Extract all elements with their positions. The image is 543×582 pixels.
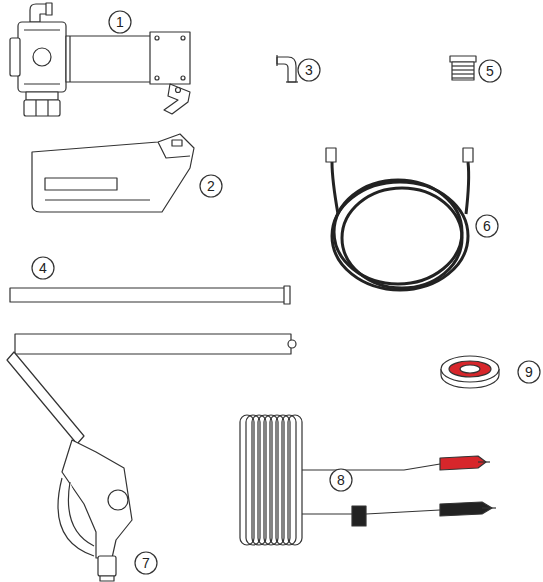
pump-unit-shape [181, 36, 185, 40]
power-cable-shape [302, 510, 440, 514]
pump-unit-shape [66, 36, 152, 82]
thread-adapter-shape [452, 69, 474, 70]
thread-adapter-shape [450, 56, 476, 62]
pump-unit-shape [155, 36, 159, 40]
power-cable-shape [288, 415, 302, 545]
dispensing-nozzle-shape [58, 478, 94, 556]
sealing-tape-shape [449, 361, 491, 377]
hose-coil-shape [463, 148, 473, 162]
thread-adapter-shape [452, 73, 474, 74]
pump-unit-shape [24, 100, 60, 116]
callout-number: 1 [108, 13, 132, 31]
power-cable [240, 415, 496, 545]
dispensing-nozzle-shape [108, 490, 128, 510]
callout-number: 7 [134, 554, 158, 572]
dispensing-nozzle [7, 352, 132, 581]
pump-unit-shape [18, 22, 66, 92]
suction-tubes-shape [284, 286, 290, 304]
hose-coil-shape [342, 188, 462, 288]
callout-circles-shape [32, 257, 54, 279]
power-cable-shape [478, 461, 490, 462]
thread-adapter-shape [452, 77, 474, 78]
pump-cover-shape [45, 178, 117, 190]
sealing-tape-shape [441, 356, 499, 382]
elbow-fitting [277, 55, 298, 82]
hose-coil-shape [332, 162, 338, 214]
dispensing-nozzle-shape [68, 482, 94, 546]
suction-tubes-shape [15, 334, 291, 354]
callout-circles-shape [330, 469, 352, 491]
pump-unit-shape [26, 92, 58, 100]
pump-unit-shape [24, 29, 60, 30]
callout-number: 9 [517, 363, 541, 381]
pump-unit-shape [47, 100, 48, 116]
pump-cover-shape [32, 134, 194, 212]
pump-cover-shape [172, 140, 182, 146]
sealing-tape [441, 356, 499, 388]
power-cable-shape [352, 506, 366, 526]
suction-tubes-shape [10, 288, 286, 302]
pump-cover-shape [45, 199, 150, 200]
callout-number: 5 [478, 62, 502, 80]
pump-unit-shape [33, 48, 51, 66]
callout-circles-shape [109, 11, 131, 33]
pump-unit-shape [10, 38, 20, 76]
callout-number: 8 [329, 471, 353, 489]
power-cable-shape [440, 502, 492, 516]
pump-unit-shape [155, 76, 159, 80]
pump-unit-shape [164, 84, 190, 114]
sealing-tape-shape [460, 365, 480, 373]
pump-unit-shape [69, 36, 70, 82]
thread-adapter [450, 56, 476, 80]
pump-unit-shape [176, 88, 181, 93]
callout-circles-shape [298, 59, 320, 81]
elbow-fitting-shape [286, 81, 298, 82]
pump-unit-shape [181, 76, 185, 80]
power-cable-shape [482, 507, 496, 508]
hose-coil-shape [326, 148, 336, 162]
callout-circles-shape [518, 361, 540, 383]
pump-cover [32, 134, 194, 212]
pump-unit [10, 3, 190, 116]
dispensing-nozzle-shape [7, 352, 84, 444]
power-cable-shape [440, 456, 486, 470]
callout-circles-shape [135, 552, 157, 574]
suction-tubes [10, 286, 296, 354]
callout-number: 6 [475, 217, 499, 235]
callout-circles-shape [200, 175, 222, 197]
hose-coil [326, 148, 473, 290]
thread-adapter-shape [452, 65, 474, 66]
suction-tubes-shape [288, 340, 296, 348]
power-cable-shape [302, 464, 440, 470]
callout-number: 4 [31, 259, 55, 277]
elbow-fitting-shape [277, 57, 296, 82]
hose-coil-shape [466, 162, 469, 214]
pump-unit-shape [35, 100, 36, 116]
callout-number: 2 [199, 177, 223, 195]
callout-circles [32, 11, 540, 574]
callout-circles-shape [479, 60, 501, 82]
elbow-fitting-shape [276, 55, 277, 66]
thread-adapter-shape [452, 62, 474, 80]
pump-unit-shape [46, 3, 52, 15]
power-cable-shape [282, 415, 296, 545]
pump-unit-shape [150, 32, 190, 84]
dispensing-nozzle-shape [100, 576, 114, 581]
callout-number: 3 [297, 61, 321, 79]
callout-circles-shape [476, 215, 498, 237]
dispensing-nozzle-shape [98, 556, 116, 576]
pump-unit-shape [24, 83, 60, 84]
